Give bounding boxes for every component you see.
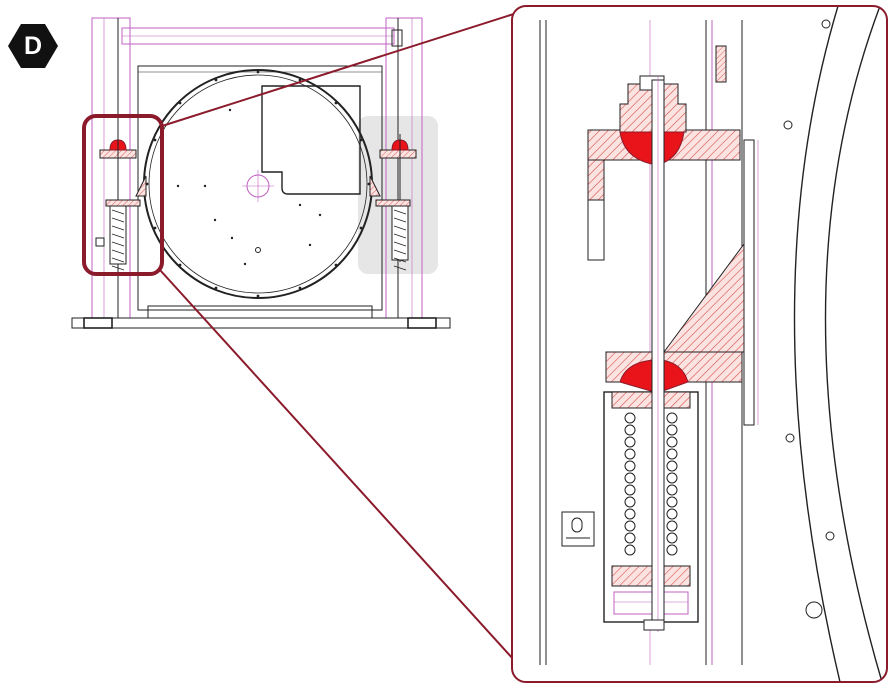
- left-damper-overview: [95, 134, 147, 271]
- overview-drawing: [71, 17, 451, 329]
- detail-view: [511, 5, 888, 683]
- coil-spring-icon: [624, 412, 678, 556]
- base-platform: [71, 305, 451, 329]
- connector-line-top: [161, 11, 521, 127]
- detail-frame-border: [511, 5, 888, 683]
- hexagon-badge-icon: [8, 24, 58, 68]
- spring-housing: [603, 391, 699, 623]
- right-damper-overview: [369, 134, 417, 271]
- ring-arc: [793, 6, 841, 682]
- frame-plate: [137, 65, 383, 311]
- panel-badge: [8, 24, 58, 68]
- ring-bolt-holes: [145, 70, 371, 298]
- connector-line-bottom: [159, 269, 515, 661]
- ring-cutout: [261, 85, 361, 195]
- callout-frame: [82, 114, 164, 276]
- side-block: [561, 511, 595, 547]
